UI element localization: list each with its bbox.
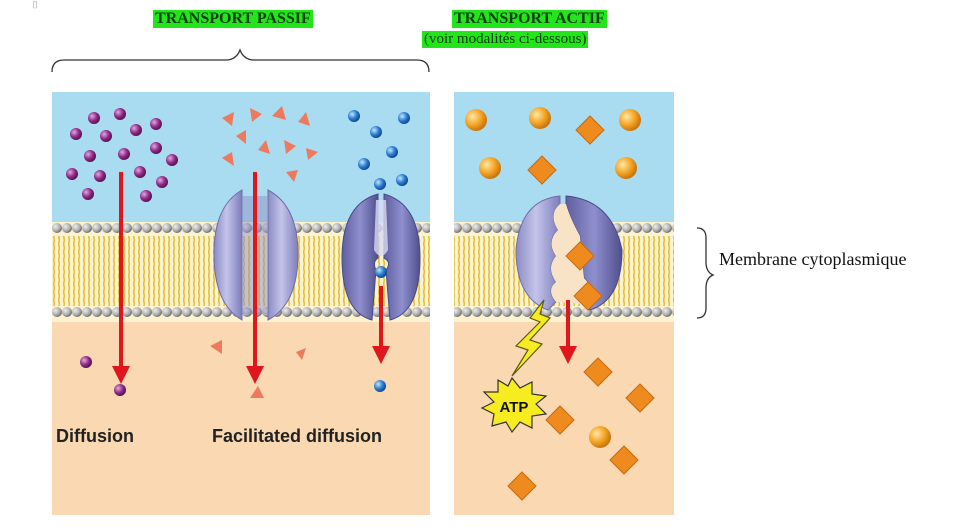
lightning-bolt-icon: [511, 299, 552, 377]
orange-diamonds: [507, 115, 655, 501]
channel-arrow: [246, 172, 264, 384]
pump-arrow: [559, 300, 577, 364]
blue-molecules: [348, 110, 410, 392]
lipid-heads-bottom: [454, 302, 674, 320]
channel-protein: [213, 189, 299, 321]
header-transport-actif: TRANSPORT ACTIF: [452, 10, 607, 28]
carrier-protein: [341, 193, 421, 321]
active-transport-panel: [454, 92, 674, 515]
diffusion-arrow: [112, 172, 130, 384]
diffusion-label: Diffusion: [56, 426, 134, 446]
facilitated-diffusion-label: Facilitated diffusion: [212, 426, 383, 446]
passive-transport-panel: [52, 92, 430, 515]
membrane-brace: [696, 227, 715, 319]
atp-label: ATP: [500, 399, 529, 416]
header-transport-passif: TRANSPORT PASSIF: [153, 10, 313, 28]
intracellular-space: [52, 310, 430, 515]
triangle-molecules: [210, 106, 318, 398]
atp-burst-icon: [480, 376, 548, 434]
header-actif-note: (voir modalités ci-dessous): [422, 31, 589, 48]
corner-glyph: ⌷: [32, 0, 38, 11]
membrane-label: Membrane cytoplasmique: [719, 249, 907, 269]
orange-balls: [465, 107, 641, 448]
carrier-arrow: [372, 286, 390, 364]
purple-molecules: [66, 108, 178, 396]
passive-brace: [51, 48, 430, 73]
